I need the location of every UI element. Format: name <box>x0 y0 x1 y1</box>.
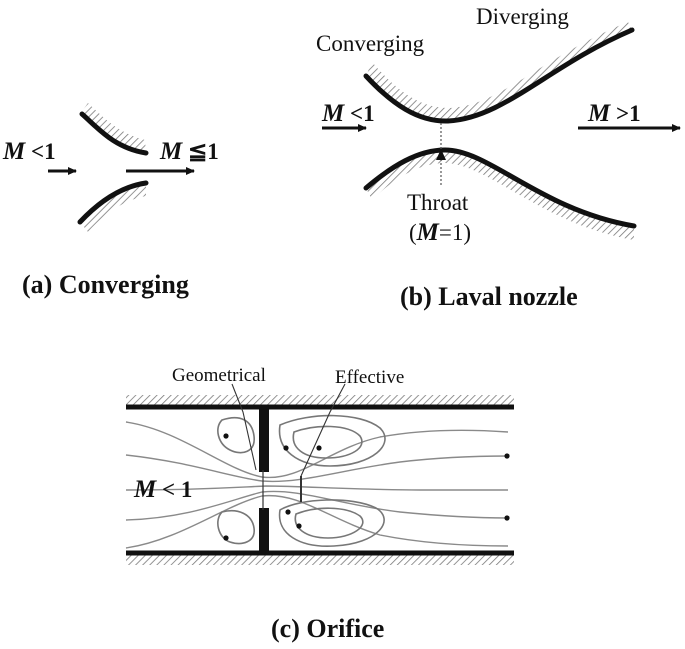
mach-outlet-label: M ≦1 <box>159 138 219 165</box>
effective-leader <box>300 383 346 477</box>
mach-inlet-label: M <1 <box>2 138 56 165</box>
laval-lower-wall-hatch <box>366 150 634 240</box>
pipe-upper-wall-hatch <box>126 395 514 405</box>
pipe-lower-wall-hatch <box>126 555 514 565</box>
converging-label: Converging <box>316 31 425 56</box>
caption-orifice: (c) Orifice <box>271 614 384 643</box>
converging-upper-wall-hatch <box>80 103 146 153</box>
laval-mach-outlet-label: M >1 <box>587 100 641 127</box>
laval-upper-wall <box>363 27 635 124</box>
geometrical-leader <box>231 383 257 471</box>
converging-lower-wall-hatch <box>80 183 146 232</box>
laval-mach-inlet-label: M <1 <box>321 100 375 127</box>
caption-laval-nozzle: (b) Laval nozzle <box>400 282 578 311</box>
panel-a-converging: M <1 M ≦1 (a) Converging <box>2 103 219 299</box>
throat-label: Throat <box>407 190 469 215</box>
recirculation-eddies <box>217 414 386 547</box>
converging-upper-wall <box>79 111 149 156</box>
streamline-dots <box>223 433 510 541</box>
geometrical-label: Geometrical <box>172 365 266 386</box>
orifice-plate-upper <box>259 407 269 472</box>
panel-c-orifice: Geometrical Effective M < 1 (c) Orifice <box>125 365 514 643</box>
orifice-plate-lower <box>259 508 269 553</box>
effective-label: Effective <box>335 367 404 388</box>
orifice-mach-label: M < 1 <box>133 476 192 503</box>
streamlines <box>125 421 509 549</box>
laval-lower-wall <box>363 147 637 229</box>
panel-b-laval-nozzle: Converging Diverging M <1 M >1 Throat (M… <box>316 4 681 311</box>
throat-condition-label: (M=1) <box>409 219 471 246</box>
throat-arrowhead <box>436 149 446 160</box>
caption-converging: (a) Converging <box>22 270 189 299</box>
converging-lower-wall <box>77 180 149 225</box>
diverging-label: Diverging <box>476 4 569 29</box>
laval-upper-wall-hatch <box>366 22 632 122</box>
